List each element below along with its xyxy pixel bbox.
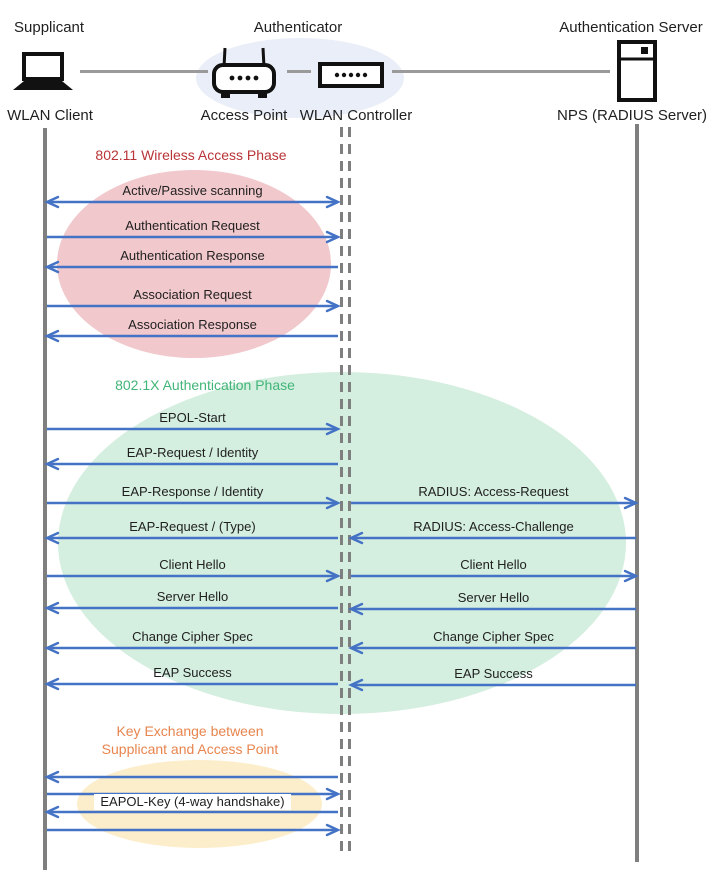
message-arrow-left [44,260,338,274]
message-arrow-left [44,641,338,655]
device-label-wlan-controller: WLAN Controller [299,107,413,124]
message-arrow-left [44,329,338,343]
lifeline-wlan-client [43,128,47,870]
connector-line [287,70,311,73]
phase-title-80211-wireless-access: 802.11 Wireless Access Phase [95,147,287,163]
device-label-nps-radius-server: NPS (RADIUS Server) [557,107,708,124]
message-arrow-right [47,787,341,801]
message-arrow-left [348,602,636,616]
phase-title-key-exchange-line2: Supplicant and Access Point [101,741,279,757]
message-arrow-right [351,569,639,583]
role-label-authentication-server: Authentication Server [559,19,703,36]
lifeline-controller-boundary-right [348,127,351,858]
message-arrow-right [47,496,341,510]
phase-title-key-exchange: Key Exchange between Supplicant and Acce… [65,722,315,758]
message-arrow-right [351,496,639,510]
role-label-authenticator: Authenticator [253,19,343,36]
message-arrow-both [44,195,341,209]
lifeline-nps-server [635,124,639,862]
lifeline-controller-boundary-left [340,127,343,858]
message-arrow-right [47,422,341,436]
connector-line [392,70,610,73]
message-arrow-left [44,601,338,615]
message-arrow-left [44,770,338,784]
connector-line [80,70,208,73]
server-icon [617,40,657,102]
device-label-wlan-client: WLAN Client [7,107,93,124]
message-arrow-right [47,299,341,313]
message-arrow-left [348,531,636,545]
wlan-controller-icon [318,62,384,88]
role-label-supplicant: Supplicant [14,19,85,36]
message-arrow-right [47,230,341,244]
message-arrow-left [44,531,338,545]
message-arrow-left [44,677,338,691]
message-arrow-left [348,641,636,655]
message-arrow-left [44,805,338,819]
access-point-icon [212,47,276,98]
message-arrow-right [47,823,341,837]
message-arrow-right [47,569,341,583]
message-arrow-left [44,457,338,471]
device-label-access-point: Access Point [200,107,288,124]
laptop-icon [13,52,73,90]
phase-title-key-exchange-line1: Key Exchange between [116,723,264,739]
phase-title-8021x-authentication: 802.1X Authentication Phase [115,377,295,393]
message-arrow-left [348,678,636,692]
